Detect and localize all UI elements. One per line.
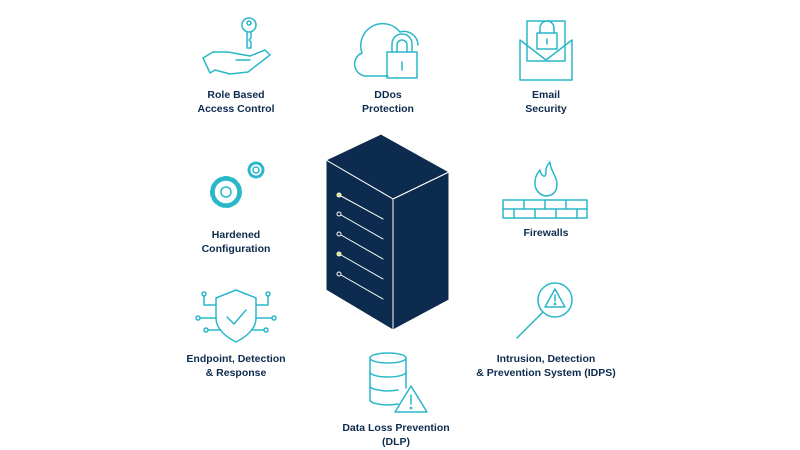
firewall-icon [502, 161, 588, 219]
label-line: Configuration [201, 243, 271, 255]
label-idps: Intrusion, Detection & Prevention System … [456, 352, 636, 380]
label-line: & Response [205, 367, 267, 379]
label-line: Intrusion, Detection [496, 353, 596, 365]
server-rack-icon [325, 133, 450, 331]
label-line: Email [531, 89, 560, 101]
shield-check-icon [195, 289, 277, 343]
label-line: Protection [362, 103, 414, 115]
label-line: Data Loss Prevention [342, 422, 450, 434]
label-line: Firewalls [523, 227, 569, 239]
envelope-lock-icon [519, 20, 573, 81]
label-dlp: Data Loss Prevention (DLP) [306, 421, 486, 449]
label-line: (DLP) [382, 436, 410, 448]
cloud-lock-icon [353, 22, 419, 79]
label-firewalls: Firewalls [456, 226, 636, 240]
database-warning-icon [369, 352, 428, 413]
gears-icon [210, 161, 265, 208]
label-endpoint-detection-response: Endpoint, Detection & Response [146, 352, 326, 380]
label-line: Access Control [197, 103, 275, 115]
label-line: Role Based [207, 89, 265, 101]
label-line: Security [525, 103, 567, 115]
magnifier-warning-icon [516, 282, 573, 339]
label-line: DDos [374, 89, 402, 101]
label-line: Endpoint, Detection [186, 353, 286, 365]
label-line: Hardened [211, 229, 261, 241]
hand-key-icon [202, 17, 271, 75]
label-line: & Prevention System (IDPS) [476, 367, 616, 379]
